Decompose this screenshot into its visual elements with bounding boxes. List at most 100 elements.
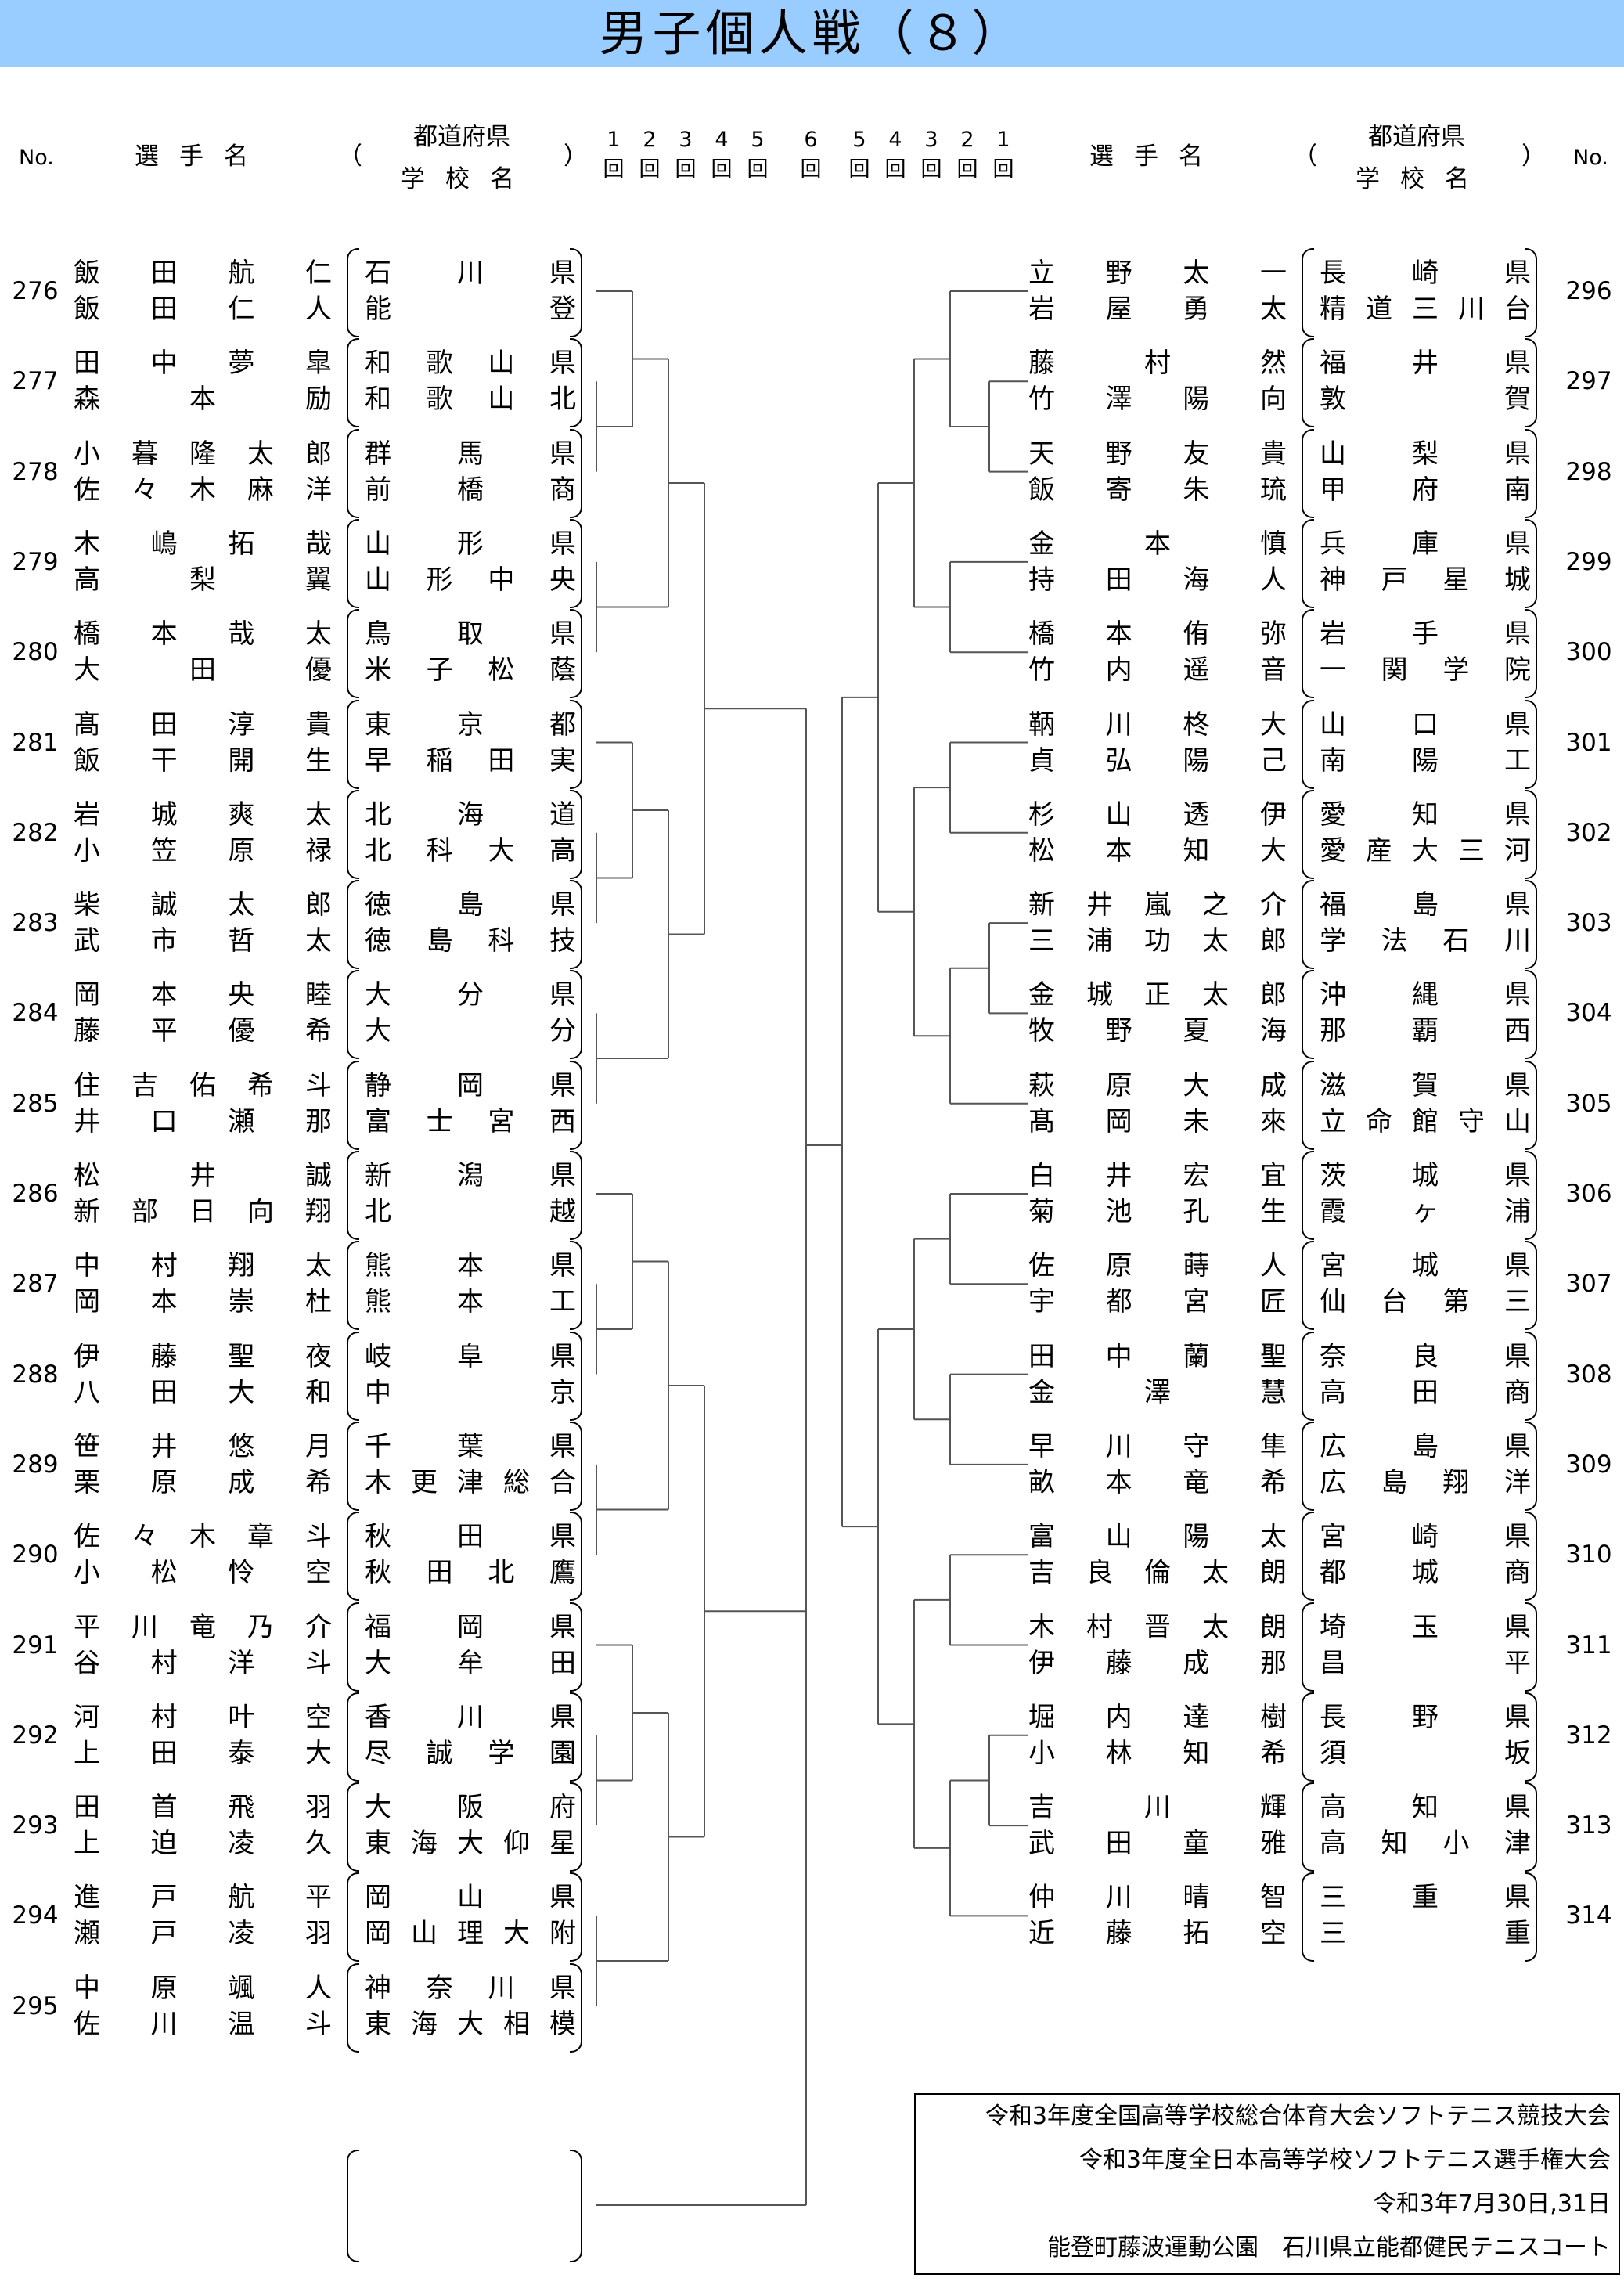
player-2-name: 小笠原禄 <box>74 834 332 867</box>
player-1-name: 橋本哉太 <box>74 618 332 651</box>
school-name: 大牟田 <box>365 1647 576 1679</box>
prefecture-name: 兵庫県 <box>1320 528 1531 560</box>
school-name: 高田商 <box>1320 1376 1531 1408</box>
entry-number: 276 <box>12 277 59 305</box>
player-2-name: 森本励 <box>74 384 332 416</box>
player-2-name: 貞弘陽己 <box>1028 744 1287 777</box>
school-name: 北科大高 <box>365 834 576 867</box>
prefecture-name: 秋田県 <box>365 1521 576 1553</box>
player-1-name: 金城正太郎 <box>1028 979 1287 1011</box>
header-school-left: 学校名 <box>401 165 535 193</box>
entry-number: 289 <box>12 1450 59 1479</box>
entry-number: 284 <box>12 999 59 1028</box>
bracket-open <box>1302 789 1314 879</box>
entry-number: 310 <box>1565 1541 1612 1570</box>
school-name: 愛産大三河 <box>1320 834 1531 867</box>
player-2-name: 持田海人 <box>1028 564 1287 596</box>
school-name: 岡山理大附 <box>365 1918 576 1950</box>
bracket-close <box>1525 699 1537 789</box>
player-1-name: 伊藤聖夜 <box>74 1340 332 1372</box>
bracket-close <box>570 428 582 518</box>
entry-number: 285 <box>12 1089 59 1118</box>
school-name: 東海大相模 <box>365 2008 576 2040</box>
event-title-1: 令和3年度全国高等学校総合体育大会ソフトテニス競技大会 <box>985 2103 1611 2130</box>
prefecture-name: 山梨県 <box>1320 438 1531 470</box>
player-1-name: 富山陽太 <box>1028 1521 1287 1553</box>
player-2-name: 武田童雅 <box>1028 1828 1287 1860</box>
school-name: 高知小津 <box>1320 1828 1531 1860</box>
school-name: 北越 <box>365 1196 576 1227</box>
player-2-name: 竹内遥音 <box>1028 654 1287 687</box>
round-left-4-unit: 回 <box>711 157 733 182</box>
entry-number: 309 <box>1565 1450 1612 1479</box>
entry-number: 281 <box>12 728 59 757</box>
prefecture-name: 大阪府 <box>365 1792 576 1824</box>
entry-number: 288 <box>12 1360 59 1389</box>
bracket-open <box>347 428 359 518</box>
player-1-name: 岩城爽太 <box>74 798 332 831</box>
header-pref-right: 都道府県 <box>1368 123 1465 151</box>
entry-number: 286 <box>12 1180 59 1208</box>
bracket-open <box>347 518 359 608</box>
school-name: 神戸星城 <box>1320 564 1531 596</box>
player-1-name: 萩原大成 <box>1028 1069 1287 1101</box>
round-final-number: 6 <box>804 128 818 152</box>
player-2-name: 吉良倫太朗 <box>1028 1557 1287 1589</box>
prefecture-name: 神奈川県 <box>365 1972 576 2004</box>
prefecture-name: 宮城県 <box>1320 1250 1531 1282</box>
player-1-name: 佐原蒔人 <box>1028 1250 1287 1282</box>
bracket-open <box>1302 428 1314 518</box>
player-1-name: 住吉佑希斗 <box>74 1069 332 1101</box>
player-1-name: 仲川晴智 <box>1028 1882 1287 1914</box>
school-name: 能登 <box>365 294 576 325</box>
round-left-2-number: 2 <box>643 128 657 152</box>
school-name: 秋田北鷹 <box>365 1557 576 1589</box>
round-right-4-number: 2 <box>960 128 974 152</box>
player-2-name: 瀬戸凌羽 <box>74 1918 332 1950</box>
entry-number: 313 <box>1565 1811 1612 1840</box>
round-right-2-number: 4 <box>888 128 902 152</box>
header-pref-left: 都道府県 <box>413 123 510 151</box>
header-no-left: No. <box>19 146 54 170</box>
round-left-1-number: 1 <box>607 128 621 152</box>
bracket-open <box>347 699 359 789</box>
bracket-open <box>347 1421 359 1511</box>
school-name: 大分 <box>365 1015 576 1047</box>
round-left-4-number: 4 <box>715 128 729 152</box>
bracket-open <box>347 1151 359 1240</box>
player-2-name: 八田大和 <box>74 1376 332 1408</box>
player-2-name: 伊藤成那 <box>1028 1647 1287 1679</box>
player-1-name: 田首飛羽 <box>74 1792 332 1824</box>
school-name: 早稲田実 <box>365 744 576 777</box>
prefecture-name: 三重県 <box>1320 1882 1531 1914</box>
player-2-name: 飯田仁人 <box>74 294 332 325</box>
round-right-4-unit: 回 <box>956 157 978 182</box>
school-name: 精道三川台 <box>1320 294 1531 325</box>
school-name: 一関学院 <box>1320 654 1531 687</box>
player-1-name: 佐々木章斗 <box>74 1521 332 1553</box>
player-2-name: 上田泰大 <box>74 1737 332 1769</box>
player-2-name: 上迫凌久 <box>74 1828 332 1860</box>
prefecture-name: 徳島県 <box>365 889 576 921</box>
player-1-name: 白井宏宜 <box>1028 1160 1287 1191</box>
player-2-name: 岡本崇杜 <box>74 1286 332 1318</box>
school-name: 広島翔洋 <box>1320 1466 1531 1498</box>
prefecture-name: 山形県 <box>365 528 576 560</box>
header-paren-open-right: （ <box>1293 142 1317 171</box>
school-name: 熊本工 <box>365 1286 576 1318</box>
prefecture-name: 沖縄県 <box>1320 979 1531 1011</box>
prefecture-name: 東京都 <box>365 708 576 741</box>
prefecture-name: 福井県 <box>1320 348 1531 380</box>
